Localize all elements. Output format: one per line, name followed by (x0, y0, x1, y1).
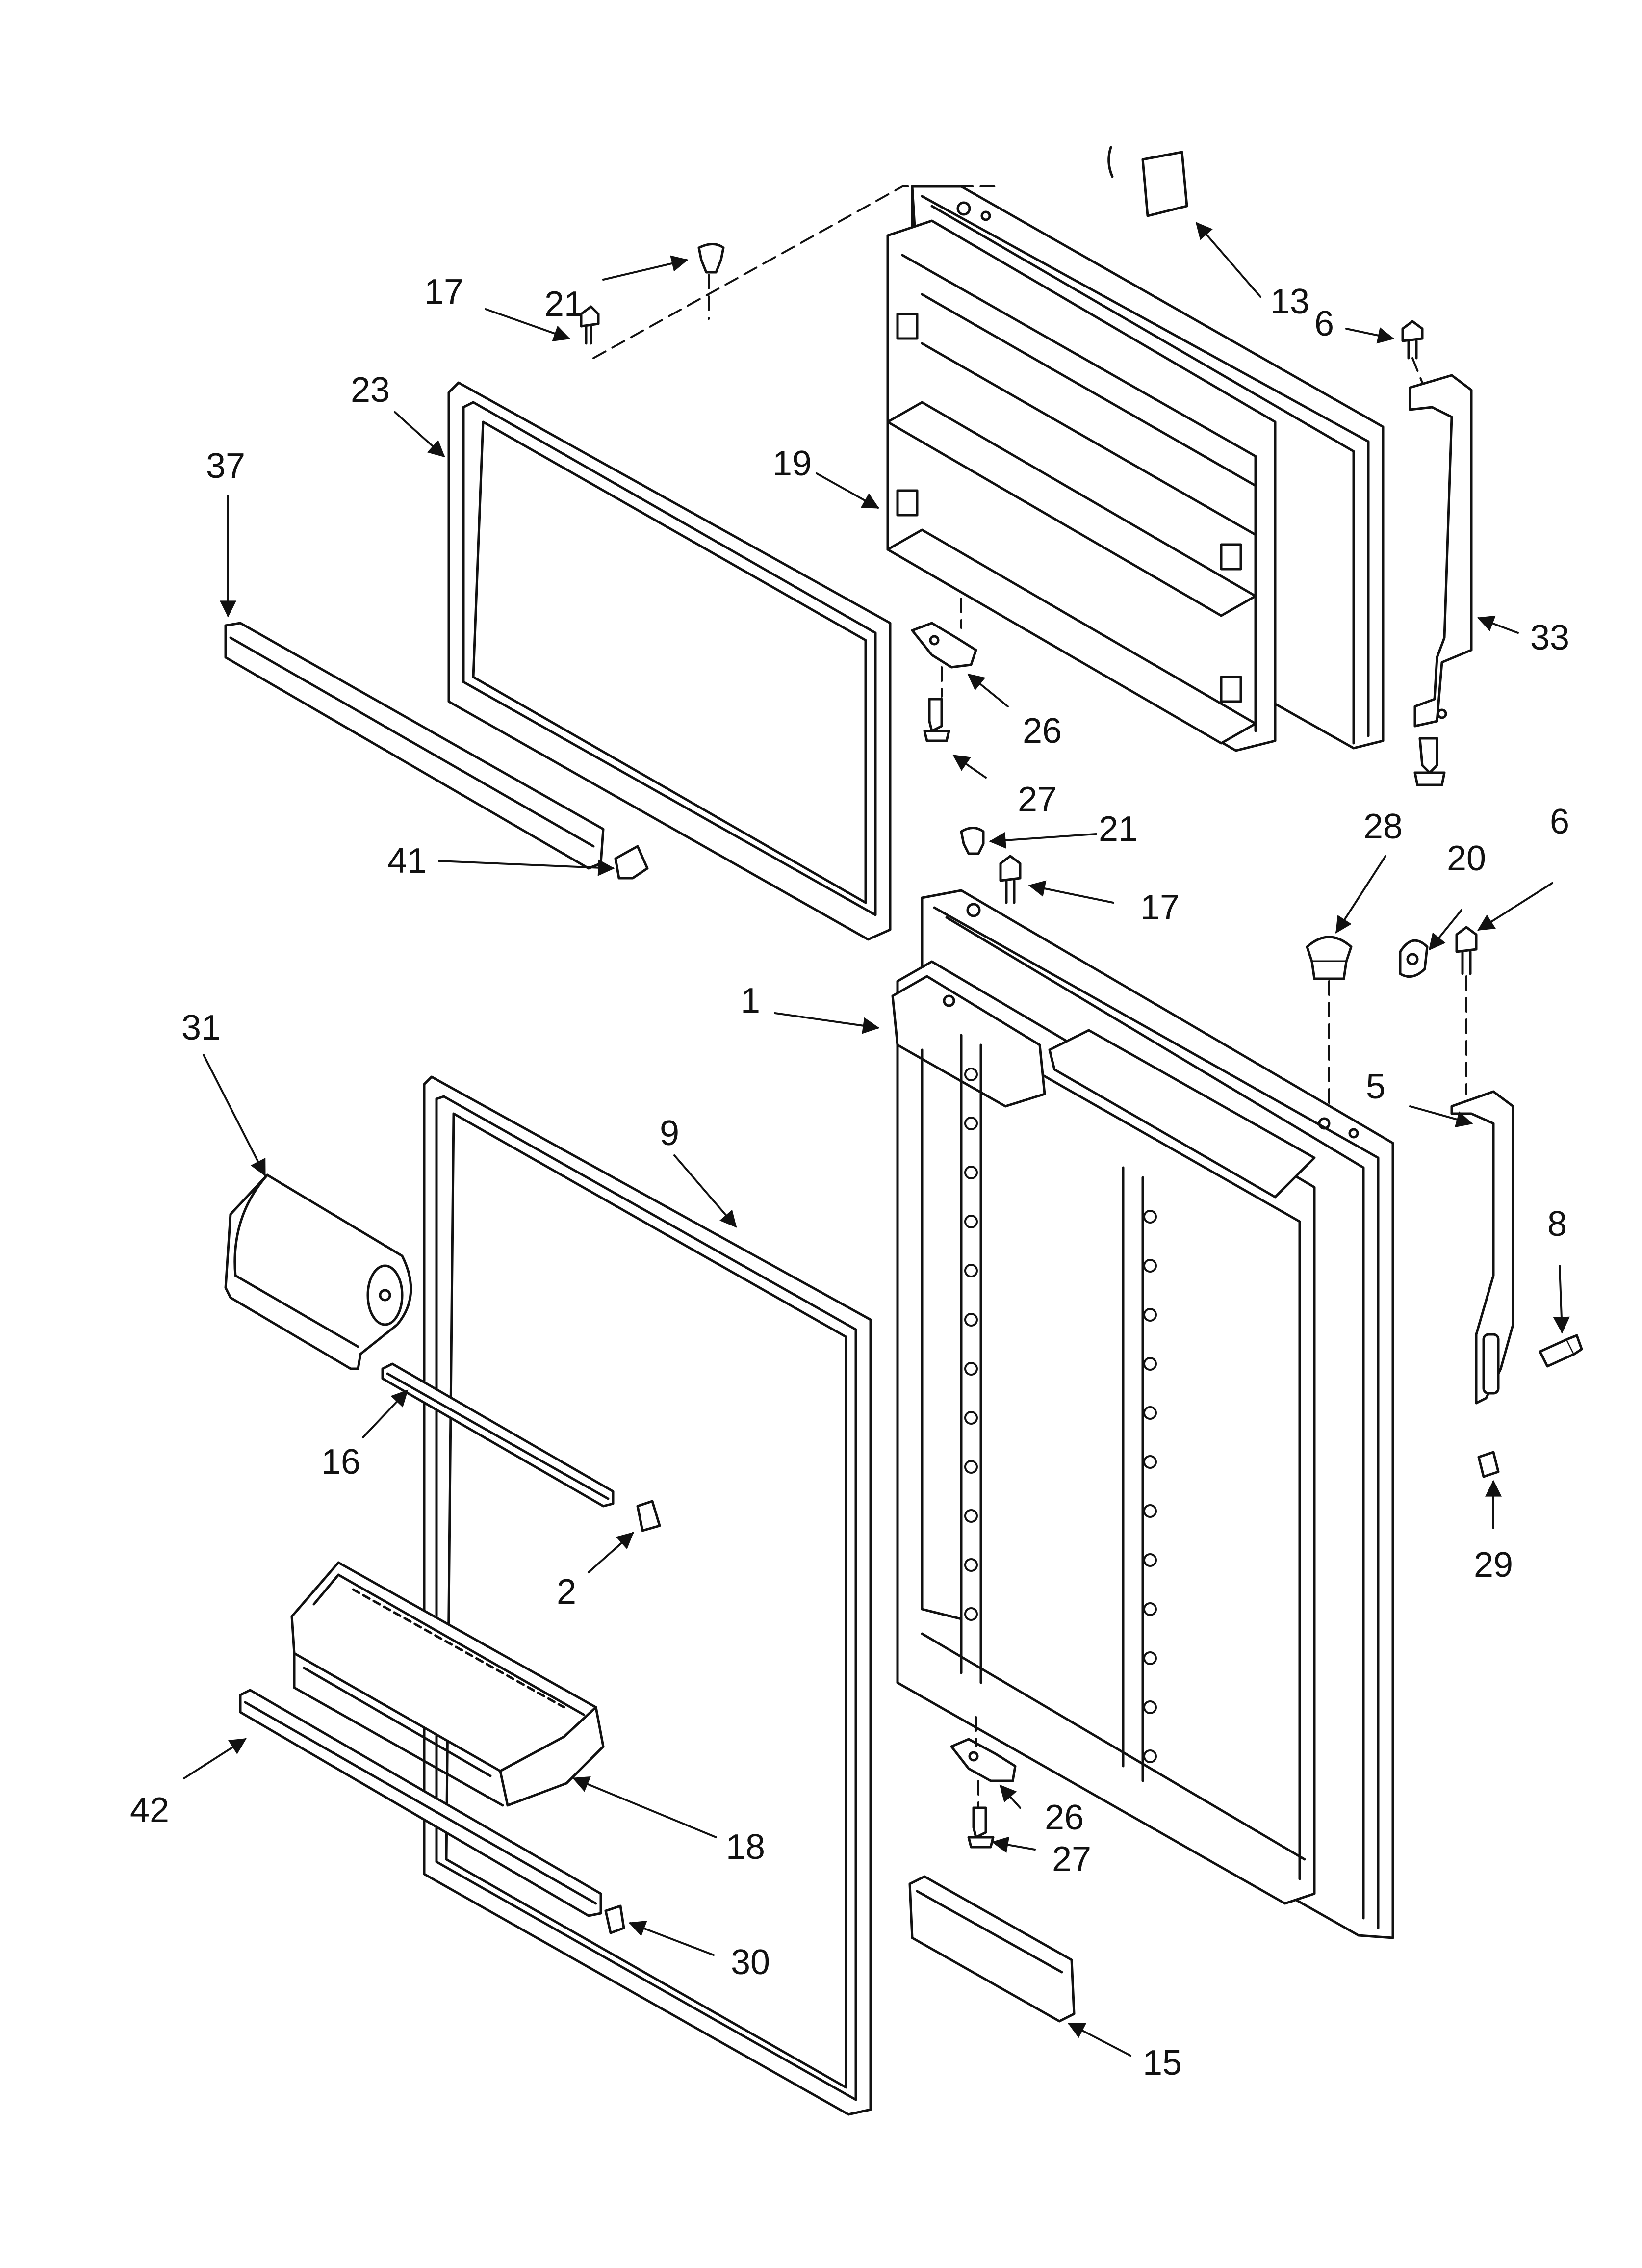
part-label-16: 16 (321, 1442, 361, 1482)
cap-2 (1477, 1451, 1500, 1478)
dairy-door (224, 1173, 412, 1370)
part-label-17b: 17 (1140, 888, 1180, 927)
part-label-27b: 27 (1052, 1840, 1092, 1879)
part-label-29: 2 (556, 1572, 577, 1612)
screw-6a (1401, 320, 1424, 360)
part-label-21b: 21 (1098, 809, 1138, 849)
part-label-20: 20 (1446, 839, 1487, 878)
part-label-31: 31 (181, 1008, 221, 1047)
part-label-9: 9 (659, 1114, 680, 1153)
fresh-food-door (891, 889, 1394, 1939)
lower-hinge-bracket (1450, 1090, 1514, 1405)
screw-6c (1455, 926, 1478, 975)
part-label-8: 8 (1547, 1204, 1567, 1244)
screw-27b (967, 1806, 995, 1849)
part-label-6b: 6 (1549, 802, 1570, 841)
part-label-2: 29 (1473, 1545, 1514, 1585)
plug-28 (1306, 936, 1353, 980)
part-label-18: 18 (725, 1827, 766, 1867)
screw-6b (1413, 737, 1446, 786)
part-label-15: 15 (1142, 2043, 1182, 2083)
shelf-trim-upper (381, 1362, 661, 1532)
part-label-41: 41 (387, 841, 427, 881)
hinge-26b (950, 1738, 1017, 1782)
label-tag (1107, 146, 1188, 217)
part-label-17: 17 (424, 272, 464, 312)
kick-plate (908, 1875, 1076, 2023)
assembly-lines (592, 185, 1467, 1809)
cam-20 (1399, 939, 1429, 978)
upper-hinge-bracket (1409, 374, 1473, 728)
part-label-5: 5 (1365, 1067, 1386, 1106)
part-label-28: 28 (1363, 807, 1403, 846)
part-label-26: 26 (1022, 711, 1062, 751)
part-label-37: 37 (205, 446, 246, 486)
screw-17b (999, 855, 1022, 904)
door-bin (290, 1561, 605, 1807)
part-label-1: 1 (740, 981, 761, 1020)
shelf-support-studs (964, 1068, 1157, 1763)
leader-arrows (183, 222, 1570, 2057)
shelf-trim-lower (239, 1689, 625, 1934)
freezer-gasket (447, 381, 892, 941)
hinge-26a (911, 622, 977, 669)
screw-17a (580, 305, 600, 345)
fresh-food-gasket (423, 1075, 872, 2116)
pin-21a (697, 243, 725, 274)
part-label-21: 21 (544, 285, 584, 324)
part-label-30: 30 (730, 1943, 770, 1982)
part-label-19: 19 (772, 444, 812, 483)
part-label-33: 33 (1530, 618, 1570, 657)
screw-8 (1539, 1334, 1583, 1368)
pin-21b (960, 827, 985, 855)
part-label-27: 27 (1017, 780, 1057, 819)
part-label-42: 42 (129, 1791, 170, 1830)
screw-27a (923, 698, 950, 742)
part-label-23: 23 (350, 370, 390, 410)
freezer-door-liner (886, 185, 1385, 752)
part-label-6: 6 (1314, 304, 1334, 343)
part-label-13: 13 (1270, 282, 1310, 321)
part-label-26b: 26 (1044, 1798, 1084, 1837)
